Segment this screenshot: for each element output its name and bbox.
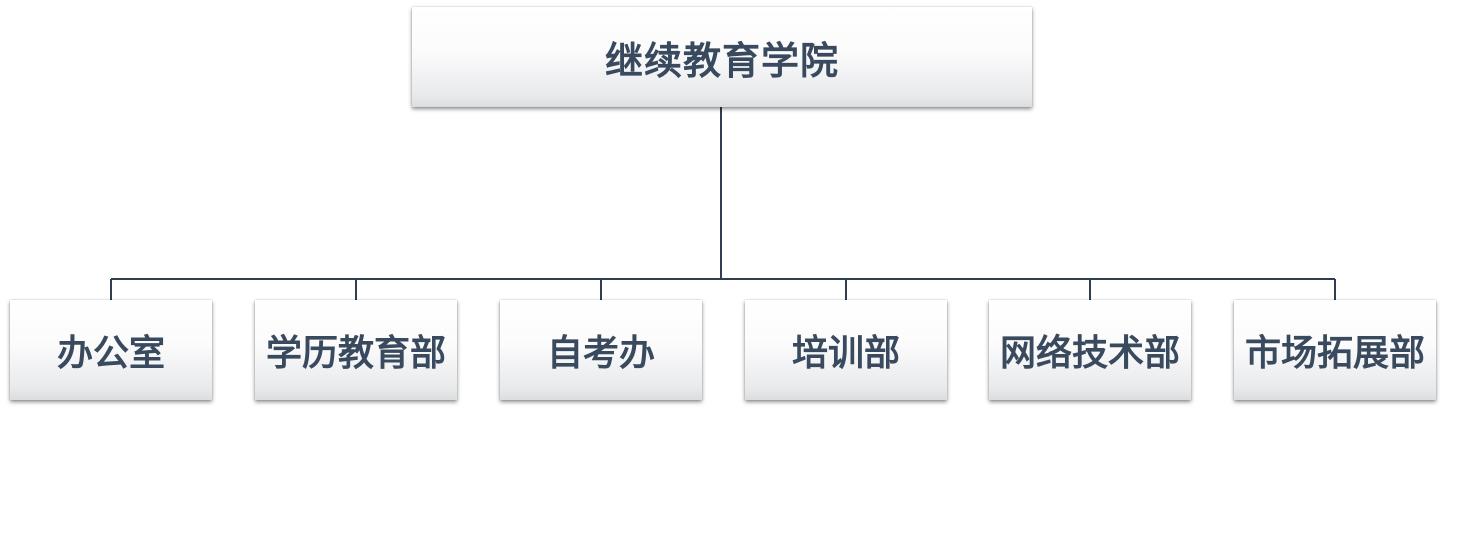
child-node-2: 学历教育部 bbox=[255, 300, 457, 400]
root-node-label: 继续教育学院 bbox=[604, 38, 839, 83]
child-node-4: 培训部 bbox=[745, 300, 947, 400]
child-node-label: 学历教育部 bbox=[265, 333, 446, 374]
child-node-6: 市场拓展部 bbox=[1234, 300, 1436, 400]
child-node-label: 网络技术部 bbox=[999, 333, 1180, 374]
child-node-label: 培训部 bbox=[791, 333, 900, 374]
child-node-1: 办公室 bbox=[10, 300, 212, 400]
child-node-label: 市场拓展部 bbox=[1244, 333, 1425, 374]
child-node-label: 办公室 bbox=[56, 333, 165, 374]
child-node-5: 网络技术部 bbox=[989, 300, 1191, 400]
root-node: 继续教育学院 bbox=[412, 7, 1032, 107]
child-node-label: 自考办 bbox=[546, 333, 655, 374]
child-node-3: 自考办 bbox=[500, 300, 702, 400]
